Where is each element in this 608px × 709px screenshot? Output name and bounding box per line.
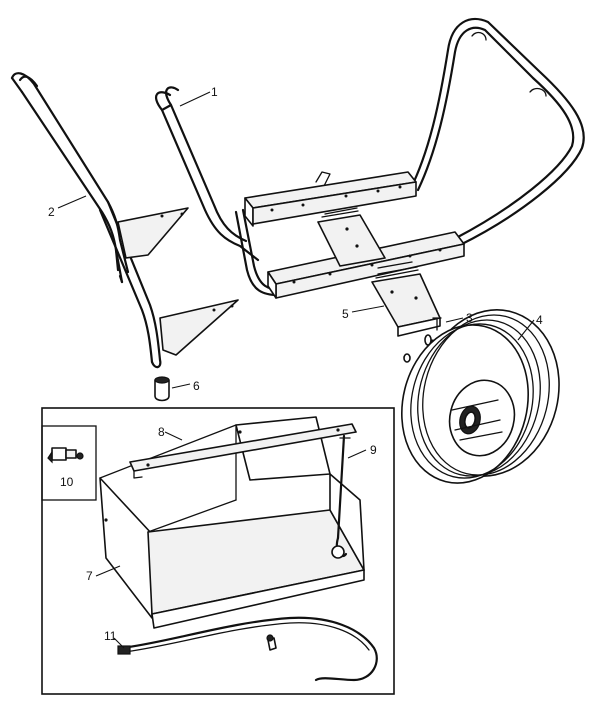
callout-labels: 1 2 3 4 5 6 7 8 9 10 11 [48, 85, 543, 643]
foot-cap [154, 376, 170, 402]
battery-tray [99, 416, 365, 629]
callout-7: 7 [86, 569, 93, 583]
callout-9: 9 [370, 443, 377, 457]
side-handle [10, 72, 239, 369]
callout-10: 10 [60, 475, 74, 489]
callout-8: 8 [158, 425, 165, 439]
callout-4: 4 [536, 313, 543, 327]
battery-cable [117, 616, 378, 682]
callout-2: 2 [48, 205, 55, 219]
callout-1: 1 [211, 85, 218, 99]
clamp [47, 447, 84, 464]
wheel-tire [401, 309, 560, 484]
j-bolt [331, 434, 351, 559]
cart-frame [155, 17, 585, 297]
axle-bracket [371, 266, 441, 337]
leader-lines [57, 91, 535, 649]
callout-5: 5 [342, 307, 349, 321]
upper-bracket [244, 171, 417, 227]
inset-box [41, 407, 395, 695]
hold-down-bar [129, 423, 357, 479]
callout-3: 3 [466, 311, 473, 325]
center-plate [317, 207, 413, 269]
callout-11: 11 [104, 629, 117, 643]
callout-6: 6 [193, 379, 200, 393]
